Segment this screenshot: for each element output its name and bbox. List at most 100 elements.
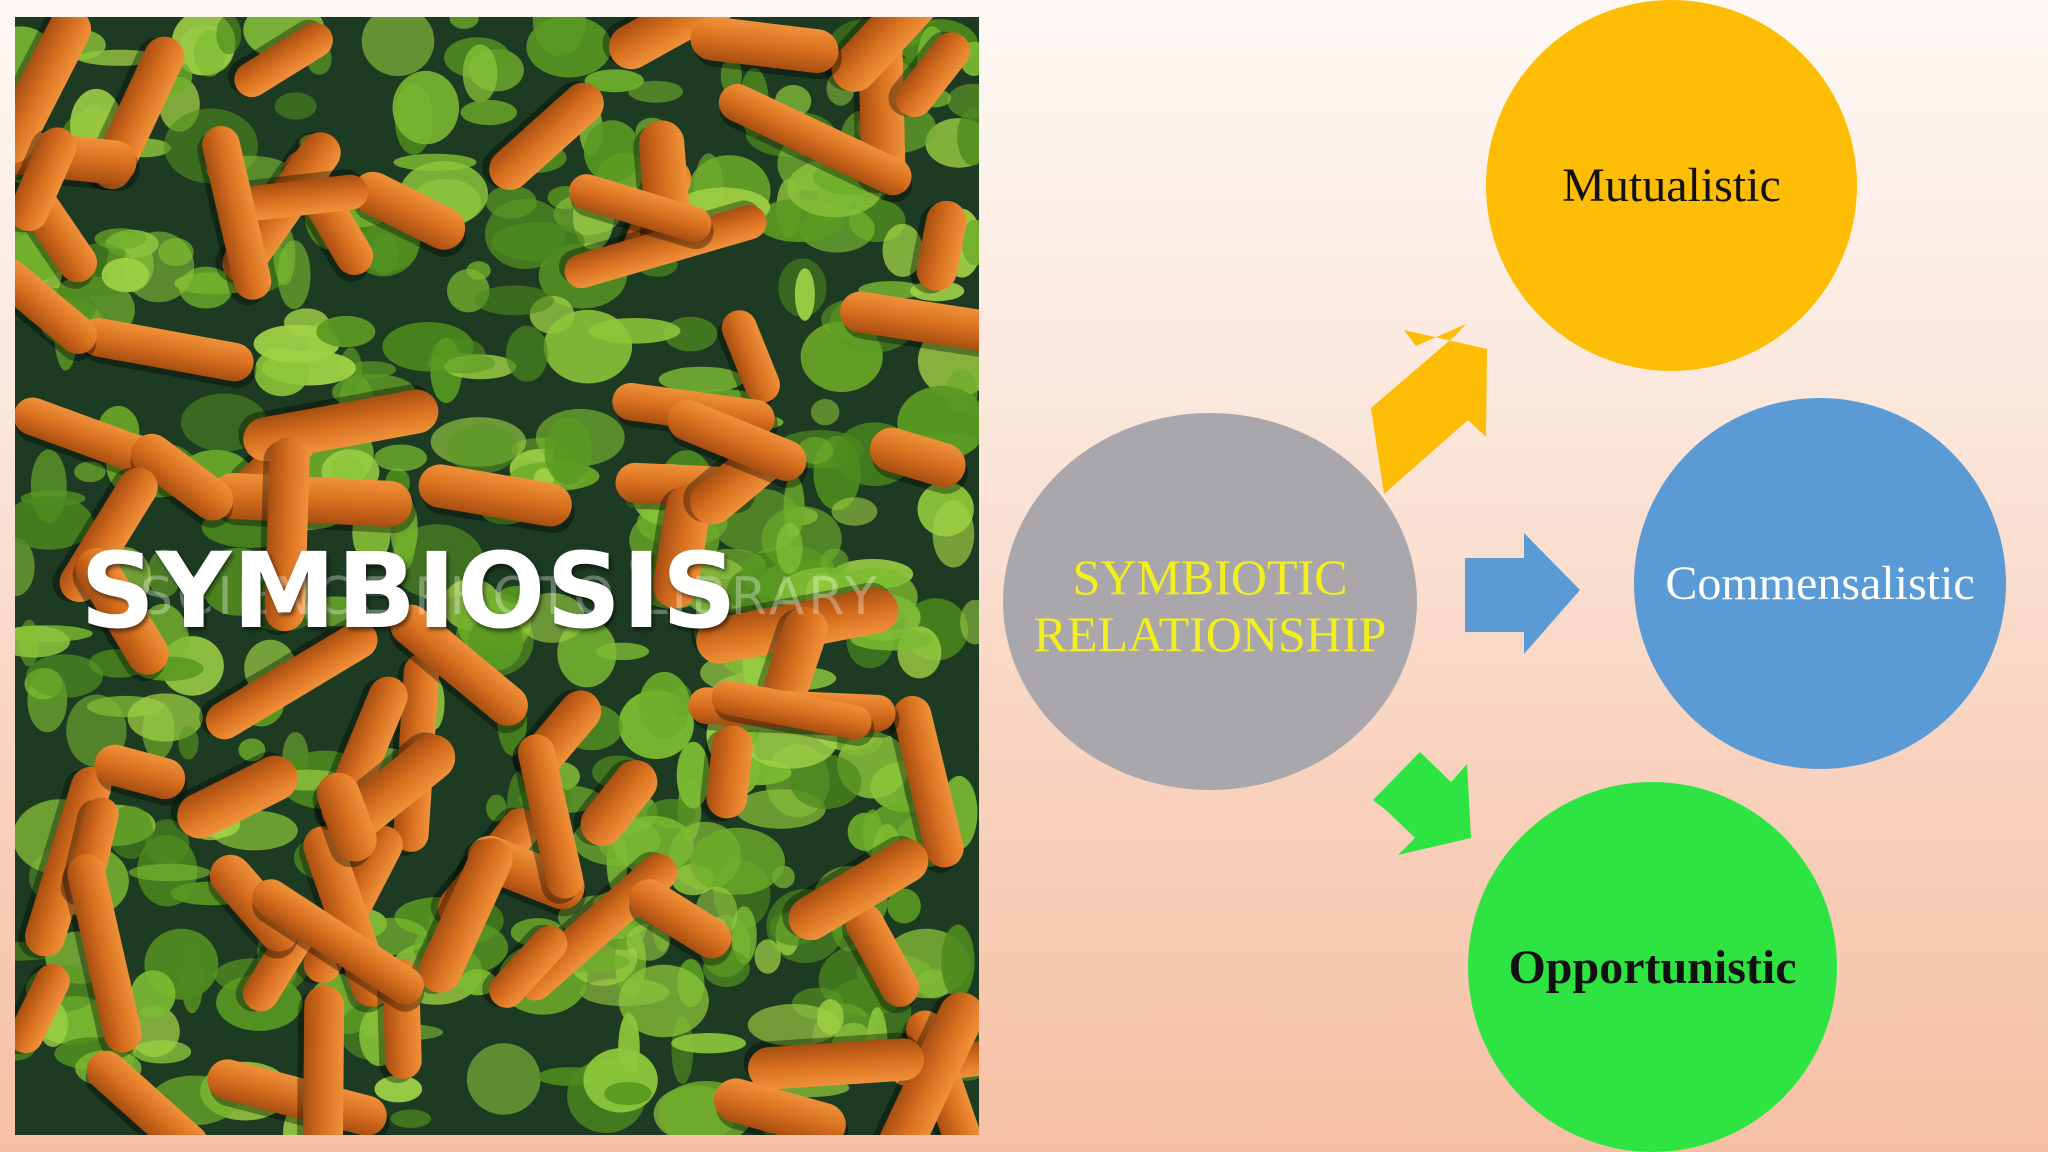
moss-blob [543,309,633,384]
bacterium-rod [94,744,188,806]
mutualistic-node: Mutualistic [1486,0,1857,371]
moss-blob [491,222,585,262]
moss-blob [128,863,211,882]
moss-blob [74,461,106,483]
bacterium-rod [351,171,467,257]
moss-blob [961,219,979,266]
moss-blob [618,964,709,1038]
moss-blob [94,228,147,250]
mutualistic-label: Mutualistic [1562,159,1781,212]
moss-blob [932,500,975,568]
bacterium-rod [258,437,310,635]
moss-blob [810,399,840,426]
moss-blob [446,423,518,474]
moss-blob [754,939,781,974]
bacterium-rod [602,17,746,70]
bacterium-rod [62,854,142,1058]
bacteria-photo: SCIENCE PHOTO LIBRARY SYMBIOSIS [15,17,979,1135]
moss-blob [374,444,428,472]
moss-blob [628,80,683,103]
moss-blob [200,548,277,616]
bacterium-rod [15,258,98,362]
bacterium-rod [690,17,842,80]
bacterium-rod [210,472,416,534]
moss-blob [794,268,815,321]
bacterium-rod [842,903,919,1014]
moss-blob [238,738,266,762]
bacterium-rod [227,19,333,98]
moss-blob [101,257,150,292]
moss-blob [604,1081,652,1106]
bacterium-rod [199,618,378,740]
moss-blob [626,923,670,961]
moss-blob [831,497,878,526]
moss-blob [703,949,750,988]
arrow-to-mutualistic [1371,324,1487,494]
bacterium-rod [411,838,513,994]
bacterium-rod [72,548,169,682]
bacterium-rod [888,31,971,118]
commensalistic-node: Commensalistic [1634,398,2006,769]
moss-blob [274,92,317,120]
bacterium-rod [15,127,77,233]
moss-blob [26,654,103,698]
bacterium-rod [568,174,714,250]
moss-blob [790,754,862,809]
bacterium-rod [700,725,753,822]
bacterium-rod [713,1078,849,1135]
moss-blob [664,316,718,352]
bacterium-rod [757,607,828,710]
bacterium-rod [15,964,70,1055]
moss-blob [612,815,694,874]
moss-blob [689,827,786,895]
moss-blob [331,455,364,484]
moss-blob [427,352,496,374]
moss-blob [316,315,376,348]
moss-blob [178,726,199,760]
bacterium-rod [389,604,528,734]
moss-blob [506,325,548,382]
photo-title: SYMBIOSIS [80,530,738,652]
moss-blob [882,223,923,277]
moss-blob [130,970,176,1019]
bacterium-rod [718,84,913,203]
moss-blob [544,417,592,485]
bacterium-rod [782,835,929,941]
moss-blob [361,17,435,76]
moss-blob [15,537,35,597]
bacterium-rod [629,879,732,966]
moss-blob [180,946,204,1014]
bacterium-rod [667,399,808,489]
watermark-text: SCIENCE PHOTO LIBRARY [140,567,881,627]
moss-blob [960,599,979,645]
bacterium-rod [418,464,575,534]
moss-blob [671,1033,746,1054]
moss-blob [583,120,641,183]
moss-blob [776,522,803,574]
bacterium-rod [170,752,298,839]
moss-blob [216,17,242,55]
opportunistic-node: Opportunistic [1468,782,1837,1152]
moss-blob [449,17,479,29]
moss-blob [392,70,460,145]
moss-blob [460,99,517,126]
bacterium-rod [85,1050,209,1135]
arrow-to-opportunistic [1373,752,1471,855]
moss-blob [820,548,849,574]
moss-blob [941,924,975,999]
bacterium-rod [197,125,272,305]
moss-blob [486,794,507,822]
bacterium-rod [15,397,168,484]
bacterium-rod [252,879,424,1012]
bacterium-rod [312,772,377,868]
moss-blob [129,1005,180,1058]
bacterium-rod [909,200,967,294]
bacterium-rod [15,17,92,165]
bacterium-rod [888,695,964,873]
moss-blob [277,240,311,309]
moss-blob [459,969,497,996]
moss-blob [15,625,70,658]
bacterium-rod [824,17,974,92]
moss-blob [887,888,921,924]
